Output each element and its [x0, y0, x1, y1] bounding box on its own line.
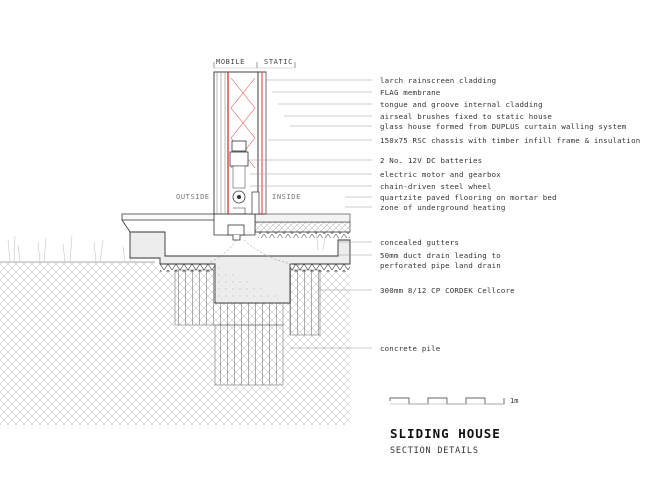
annotation-land-drain: perforated pipe land drain	[380, 261, 501, 270]
motion-dash-lines	[209, 239, 301, 267]
side-label-outside: OUTSIDE	[176, 193, 210, 201]
static-glass-wall	[251, 71, 267, 215]
annotation-batteries: 2 No. 12V DC batteries	[380, 156, 483, 165]
scale-bar	[389, 397, 505, 405]
annotation-motor-gearbox: electric motor and gearbox	[380, 170, 501, 179]
rail-channel	[213, 214, 256, 241]
scale-bar-label: 1m	[510, 397, 519, 405]
annotation-concealed-gutters: concealed gutters	[380, 238, 460, 247]
column-header-bracket	[213, 62, 296, 69]
annotation-tongue-groove: tongue and groove internal cladding	[380, 100, 543, 109]
side-label-inside: INSIDE	[272, 193, 301, 201]
annotation-glass-house: glass house formed from DUPLUS curtain w…	[380, 122, 627, 131]
annotation-underground-heating: zone of underground heating	[380, 203, 506, 212]
annotation-flag-membrane: FLAG membrane	[380, 88, 441, 97]
mobile-wall	[213, 71, 259, 215]
annotation-concrete-pile: concrete pile	[380, 344, 441, 353]
annotation-airseal-brushes: airseal brushes fixed to static house	[380, 112, 553, 121]
annotation-larch-cladding: larch rainscreen cladding	[380, 76, 497, 85]
column-label-mobile: MOBILE	[216, 58, 245, 66]
annotation-steel-wheel: chain-driven steel wheel	[380, 182, 492, 191]
annotation-rsc-chassis: 150x75 RSC chassis with timber infill fr…	[380, 136, 641, 145]
annotation-leaders	[250, 79, 372, 349]
annotation-quartzite-flooring: quartzite paved flooring on mortar bed	[380, 193, 557, 202]
floor-build-up	[254, 213, 351, 238]
column-label-static: STATIC	[264, 58, 293, 66]
drawing-subtitle: SECTION DETAILS	[390, 446, 479, 456]
outside-paving	[121, 213, 219, 233]
annotation-cellcore: 300mm 8/12 CP CORDEK Cellcore	[380, 286, 515, 295]
drawing-title: SLIDING HOUSE	[390, 426, 501, 441]
annotation-duct-drain: 50mm duct drain leading to	[380, 251, 501, 260]
